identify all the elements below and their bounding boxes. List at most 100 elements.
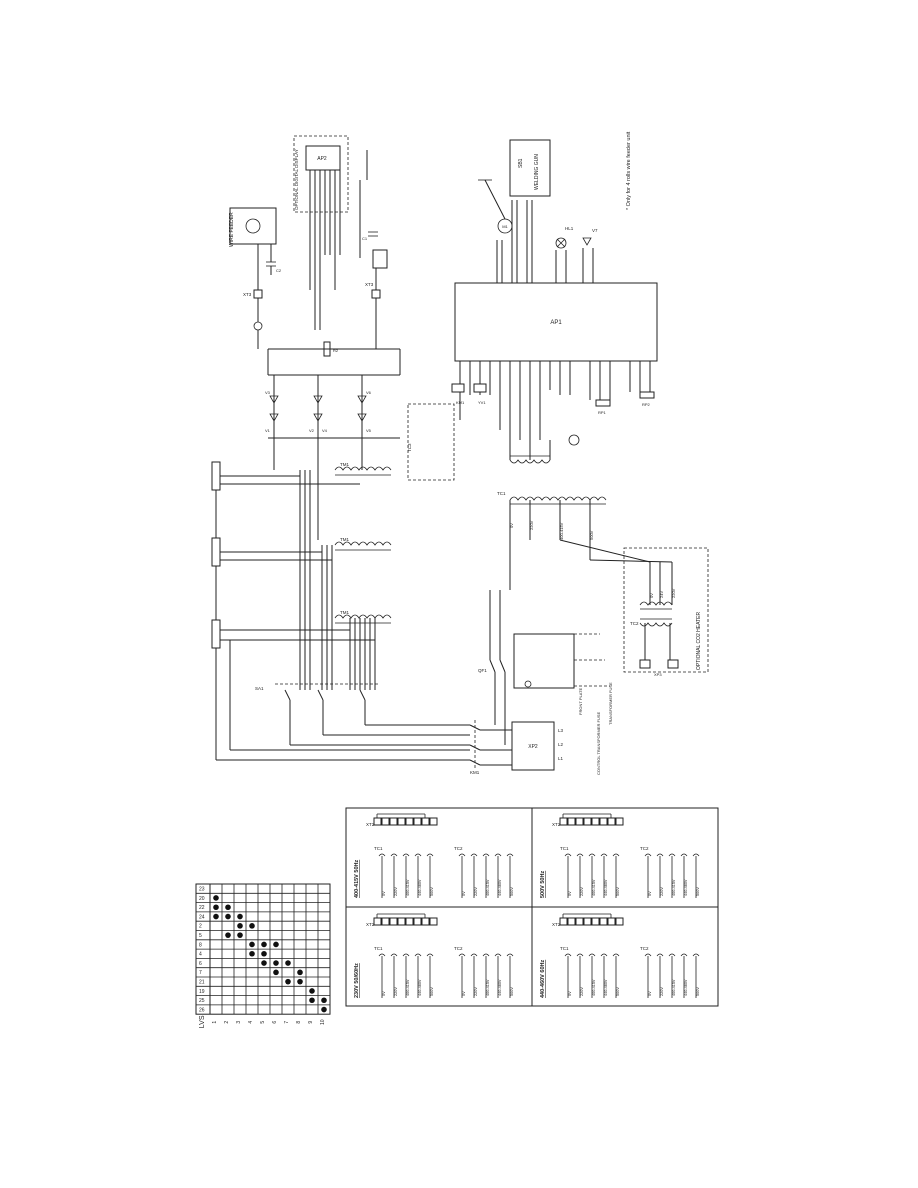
v3-label: V3 <box>265 390 271 395</box>
r2-label: R2 <box>333 348 339 353</box>
xp2-mains-connector <box>511 721 555 771</box>
lvs-row-label: 1 <box>212 1021 218 1024</box>
lvs-contact-dot <box>213 904 219 911</box>
tc1-tap-label: 440-460V <box>604 879 608 896</box>
mains-l2-label: L2 <box>558 742 564 747</box>
wire-feeder-label: WIRE FEEDER <box>229 212 235 247</box>
tc2-table-label: TC2 <box>640 946 649 951</box>
tc1-tap-label: 0V <box>382 891 386 896</box>
connection-table-title: 440-460V 60Hz <box>540 960 546 998</box>
lvs-contact-dot <box>249 923 255 929</box>
lvs-contact-dot <box>285 960 291 966</box>
terminal-cell <box>397 817 406 826</box>
tc1-tap-400v: 400-415V <box>559 522 564 540</box>
rp2-potentiometer <box>639 391 655 399</box>
lvs-column-label: 5 <box>199 933 202 939</box>
xp3-terminal-b <box>667 659 679 669</box>
tc2-tap-label: 400-415V <box>672 879 676 896</box>
lvs-row-label: 6 <box>272 1021 278 1024</box>
tc2-tap-label: 440-460V <box>498 879 502 896</box>
xp3-label: XP3 <box>654 672 662 677</box>
tc2-tap-label: 500V <box>696 887 700 896</box>
diode-v1 <box>269 413 279 422</box>
lvs-contact-dot <box>321 1006 327 1013</box>
lvs-column-label: 19 <box>199 989 205 995</box>
lvs-contact-dot <box>225 904 231 911</box>
terminal-cell <box>413 817 422 826</box>
terminal-cell <box>591 817 600 826</box>
tc1-tap-label: 220V <box>580 887 584 896</box>
tc1-tap-label: 0V <box>382 991 386 996</box>
tc1-tap-label: 500V <box>616 887 620 896</box>
tc1-table-label: TC1 <box>560 946 569 951</box>
xt2a-terminal <box>211 619 221 649</box>
connection-table-title: 500V 50Hz <box>540 871 546 898</box>
lvs-contact-dot <box>261 960 267 966</box>
lvs-row-label: 7 <box>284 1021 290 1024</box>
heater-tap-0v: 0V <box>649 593 654 598</box>
connection-terminal-label: XT2 <box>366 822 375 827</box>
tc1-tap-label: 220V <box>394 987 398 996</box>
ap2-label: AP2 <box>317 156 327 162</box>
sa1-switch: SA1 <box>255 683 380 701</box>
rp2-label: RP2 <box>642 402 651 407</box>
rectifier-small-box <box>372 249 388 269</box>
lvs-row-label: 9 <box>308 1021 314 1024</box>
lvs-column-label: 26 <box>199 1007 205 1013</box>
tc2-tap-label: 500V <box>510 987 514 996</box>
lvs-contact-dot <box>261 950 267 957</box>
tc1-tap-label: 220V <box>580 987 584 996</box>
lvs-row-label: 3 <box>236 1021 242 1024</box>
v2-label: V2 <box>309 428 315 433</box>
lvs-contact-dot <box>261 941 267 948</box>
lvs-contact-dot <box>297 978 303 985</box>
diode-v5 <box>357 413 367 422</box>
tc2-tap-label: 500V <box>696 987 700 996</box>
terminal-cell <box>429 917 438 926</box>
lvs-row-label: 2 <box>224 1021 230 1024</box>
terminal-cell <box>405 817 414 826</box>
lvs-row-label: 4 <box>248 1021 254 1024</box>
lvs-column-label: 22 <box>199 905 205 911</box>
terminal-cell <box>567 917 576 926</box>
output-socket-icon <box>253 321 263 331</box>
terminal-cell <box>405 917 414 926</box>
v7-led-icon <box>582 237 592 246</box>
optional-digital-display-frame <box>293 135 349 213</box>
lvs-column-label: 20 <box>199 896 205 902</box>
xt3-label-right: XT3 <box>365 282 374 287</box>
tm1-label-b: TM1 <box>340 537 349 542</box>
xt3-terminal-minus <box>371 289 381 299</box>
connection-terminal-label: XT2 <box>366 922 375 927</box>
tc1-tap-220v: 220V <box>529 520 534 530</box>
terminal-cell <box>389 917 398 926</box>
mains-l3-label: L3 <box>558 728 564 733</box>
fan-motor-icon <box>568 434 580 446</box>
terminal-cell <box>381 917 390 926</box>
tc1-tap-label: 440-460V <box>418 879 422 896</box>
lvs-column-label: 4 <box>199 952 202 958</box>
hl1-lamp-icon <box>555 237 567 249</box>
front-plate-fuses: FRONT PLATE CONTROL TRANSFORMER FUSE TRA… <box>513 633 613 775</box>
terminal-cell <box>575 817 584 826</box>
diode-v4 <box>313 413 323 422</box>
note-4-rolls: * Only for 4 rolls wire feeder unit <box>626 131 632 210</box>
lvs-row-label: 5 <box>260 1021 266 1024</box>
terminal-cell <box>615 817 624 826</box>
optional-co2-heater-frame <box>623 547 709 673</box>
c2-label: C2 <box>276 268 282 273</box>
lvs-contact-dot <box>309 988 315 994</box>
lvs-contact-dot <box>273 969 279 976</box>
yv1-valve <box>473 383 487 393</box>
c1-label: C1 <box>362 236 368 241</box>
tc2-table-label: TC2 <box>454 946 463 951</box>
tc1-tap-label: 0V <box>568 991 572 996</box>
optional-digital-display-label: OPTIONAL DIGITAL DISPLAY <box>294 149 299 210</box>
v7-label: V7 <box>592 228 598 233</box>
lvs-contact-dot <box>225 932 231 938</box>
tc1-tap-label: 440-460V <box>418 979 422 996</box>
